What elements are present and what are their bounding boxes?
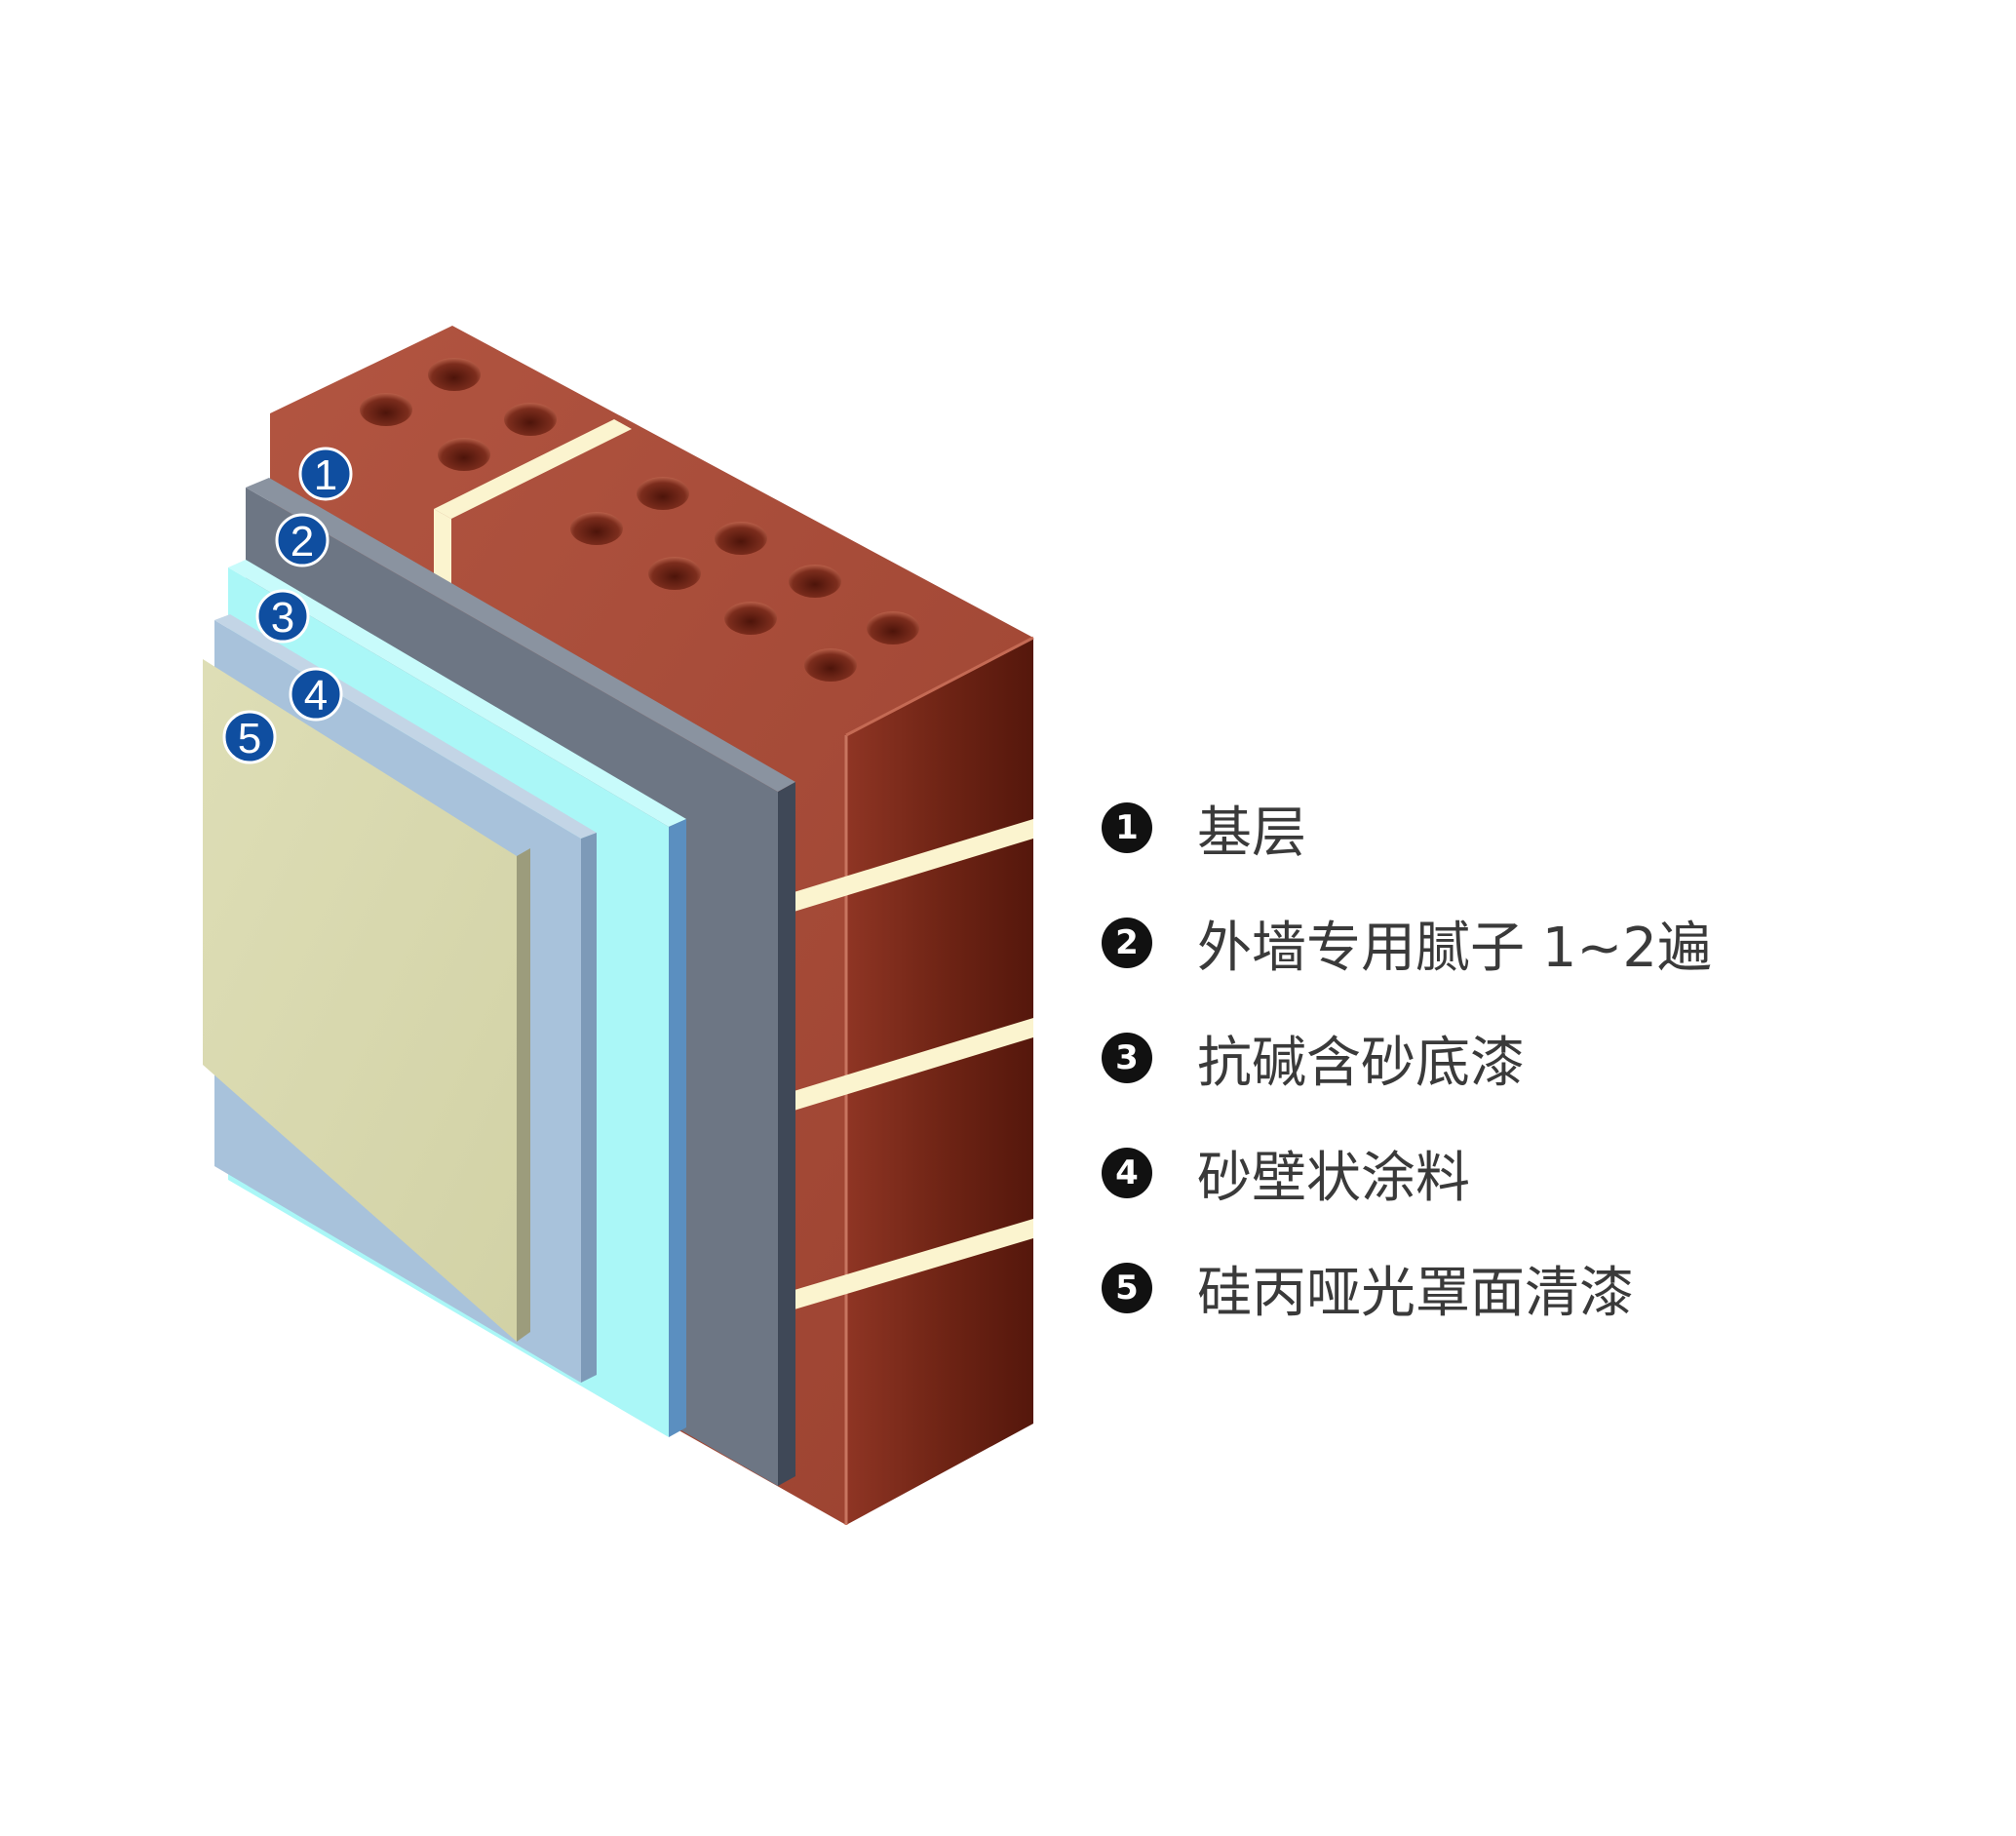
svg-text:4: 4 [304, 672, 328, 720]
mortar-joint-side-2 [778, 1018, 1033, 1115]
layer-badge-3: 3 [255, 589, 310, 644]
brick-holes [360, 358, 919, 682]
legend-item-4: 4 砂壁状涂料 [1102, 1115, 1842, 1231]
brick-side-face [846, 638, 1033, 1525]
svg-text:1: 1 [314, 451, 337, 499]
layer-badge-1: 1 [298, 447, 353, 501]
legend-number-4: 4 [1102, 1148, 1152, 1198]
legend-item-2: 2 外墙专用腻子 1~2遍 [1102, 885, 1842, 1000]
legend-label-1: 基层 [1197, 801, 1306, 865]
mortar-joint-top [434, 419, 632, 519]
legend-label-2: 外墙专用腻子 1~2遍 [1197, 916, 1712, 980]
legend-label-3: 抗碱含砂底漆 [1197, 1031, 1525, 1095]
legend-label-4: 砂壁状涂料 [1197, 1146, 1470, 1210]
legend-number-5: 5 [1102, 1263, 1152, 1313]
layer-badge-5: 5 [222, 710, 277, 764]
legend-number-2: 2 [1102, 918, 1152, 968]
legend-label-5: 硅丙哑光罩面清漆 [1197, 1261, 1634, 1325]
svg-text:3: 3 [271, 594, 294, 642]
svg-text:2: 2 [291, 518, 314, 566]
finish-layer [203, 659, 530, 1342]
legend-item-3: 3 抗碱含砂底漆 [1102, 1000, 1842, 1115]
layer-badge-2: 2 [275, 513, 330, 567]
mortar-joint-side-3 [778, 1219, 1033, 1314]
layer-badge-4: 4 [289, 667, 343, 722]
layer-legend: 1 基层 2 外墙专用腻子 1~2遍 3 抗碱含砂底漆 4 砂壁状涂料 5 硅丙… [1102, 770, 1842, 1346]
mortar-joint-side-1 [778, 819, 1033, 917]
mortar-joint-front [434, 509, 451, 597]
legend-item-1: 1 基层 [1102, 770, 1842, 885]
legend-number-3: 3 [1102, 1033, 1152, 1083]
legend-number-1: 1 [1102, 802, 1152, 853]
legend-item-5: 5 硅丙哑光罩面清漆 [1102, 1231, 1842, 1346]
svg-text:5: 5 [238, 715, 261, 762]
